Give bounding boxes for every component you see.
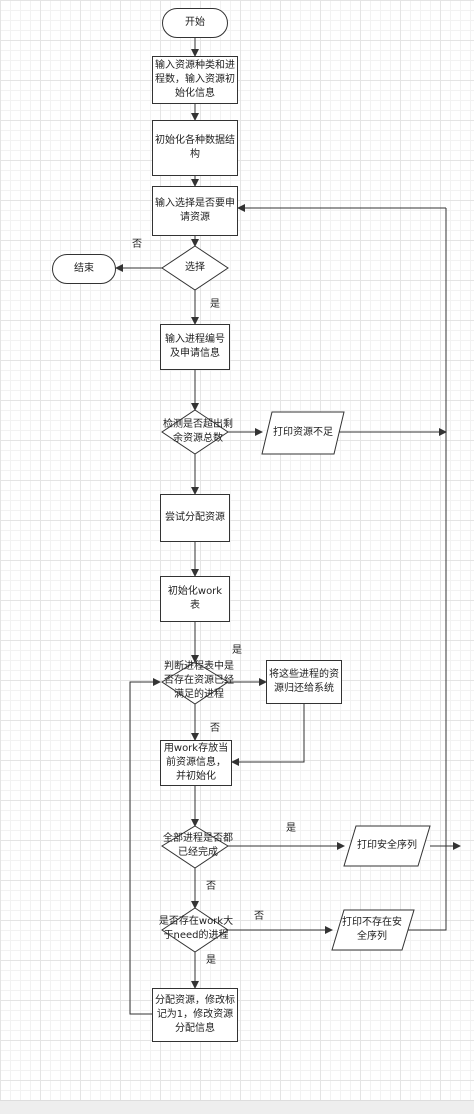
judge-table-label: 判断进程表中是否存在资源已经满足的进程 [164,661,234,700]
edge-label-yes-all: 是 [286,823,296,834]
allocate-mark-label: 分配资源，修改标记为1，修改资源分配信息 [155,995,235,1034]
end-node: 结束 [52,254,116,284]
work-diamond-shape [161,907,229,953]
edge-label-yes-judge: 是 [232,645,242,656]
input-choice-label: 输入选择是否要申请资源 [155,198,235,223]
print-safe-node: 打印安全序列 [344,834,430,858]
judge-table-node: 判断进程表中是否存在资源已经满足的进程 [158,654,240,708]
edge-label-no-choose: 否 [132,239,142,250]
print-insufficient-node: 打印资源不足 [262,420,344,446]
work-gt-need-node: 是否存在work大于need的进程 [156,912,236,946]
edge-label-no-judge: 否 [210,723,220,734]
arrow-allocate-loop [129,678,161,1015]
all-done-node: 全部进程是否都已经完成 [160,832,236,860]
print-unsafe-label: 打印不存在安全序列 [342,917,402,942]
all-diamond-shape [161,825,229,869]
return-resources-label: 将这些进程的资源归还给系统 [269,669,339,694]
choose-diamond-shape [161,245,229,291]
check-diamond-shape [161,409,229,455]
all-done-label: 全部进程是否都已经完成 [163,833,233,858]
input-resources-label: 输入资源种类和进程数，输入资源初始化信息 [155,60,235,99]
init-structs-node: 初始化各种数据结构 [152,120,238,176]
check-exceed-label: 检测是否超出剩余资源总数 [163,419,233,444]
try-allocate-label: 尝试分配资源 [165,512,225,523]
start-label: 开始 [185,17,205,28]
print-insufficient-shape [261,411,345,455]
edge-label-yes-choose: 是 [210,299,220,310]
init-work-label: 初始化work表 [167,586,223,611]
init-work-node: 初始化work表 [160,576,230,622]
input-resources-node: 输入资源种类和进程数，输入资源初始化信息 [152,56,238,104]
try-allocate-node: 尝试分配资源 [160,494,230,542]
page-footer-bar [0,1100,474,1114]
judge-diamond-shape [161,661,229,705]
return-resources-node: 将这些进程的资源归还给系统 [266,660,342,704]
store-work-label: 用work存放当前资源信息，并初始化 [163,743,229,782]
check-exceed-node: 检测是否超出剩余资源总数 [160,418,236,446]
edge-label-no-work: 否 [254,911,264,922]
arrow-unsafe-to-right [402,208,447,931]
print-safe-label: 打印安全序列 [357,840,417,851]
init-structs-label: 初始化各种数据结构 [155,135,235,160]
end-label: 结束 [74,263,94,274]
print-insufficient-label: 打印资源不足 [273,427,333,438]
print-safe-shape [343,825,431,867]
work-gt-need-label: 是否存在work大于need的进程 [158,916,234,941]
choose-label: 选择 [185,262,205,273]
edge-label-yes-work: 是 [206,955,216,966]
input-process-label: 输入进程编号及申请信息 [165,334,225,359]
allocate-mark-node: 分配资源，修改标记为1，修改资源分配信息 [152,988,238,1042]
print-unsafe-shape [331,909,415,951]
start-node: 开始 [162,8,228,38]
store-work-node: 用work存放当前资源信息，并初始化 [160,740,232,786]
input-process-node: 输入进程编号及申请信息 [160,324,230,370]
input-choice-node: 输入选择是否要申请资源 [152,186,238,236]
print-unsafe-node: 打印不存在安全序列 [336,912,408,948]
edge-label-no-all: 否 [206,881,216,892]
arrow-return-to-store [231,704,305,766]
choose-node: 选择 [162,256,228,280]
